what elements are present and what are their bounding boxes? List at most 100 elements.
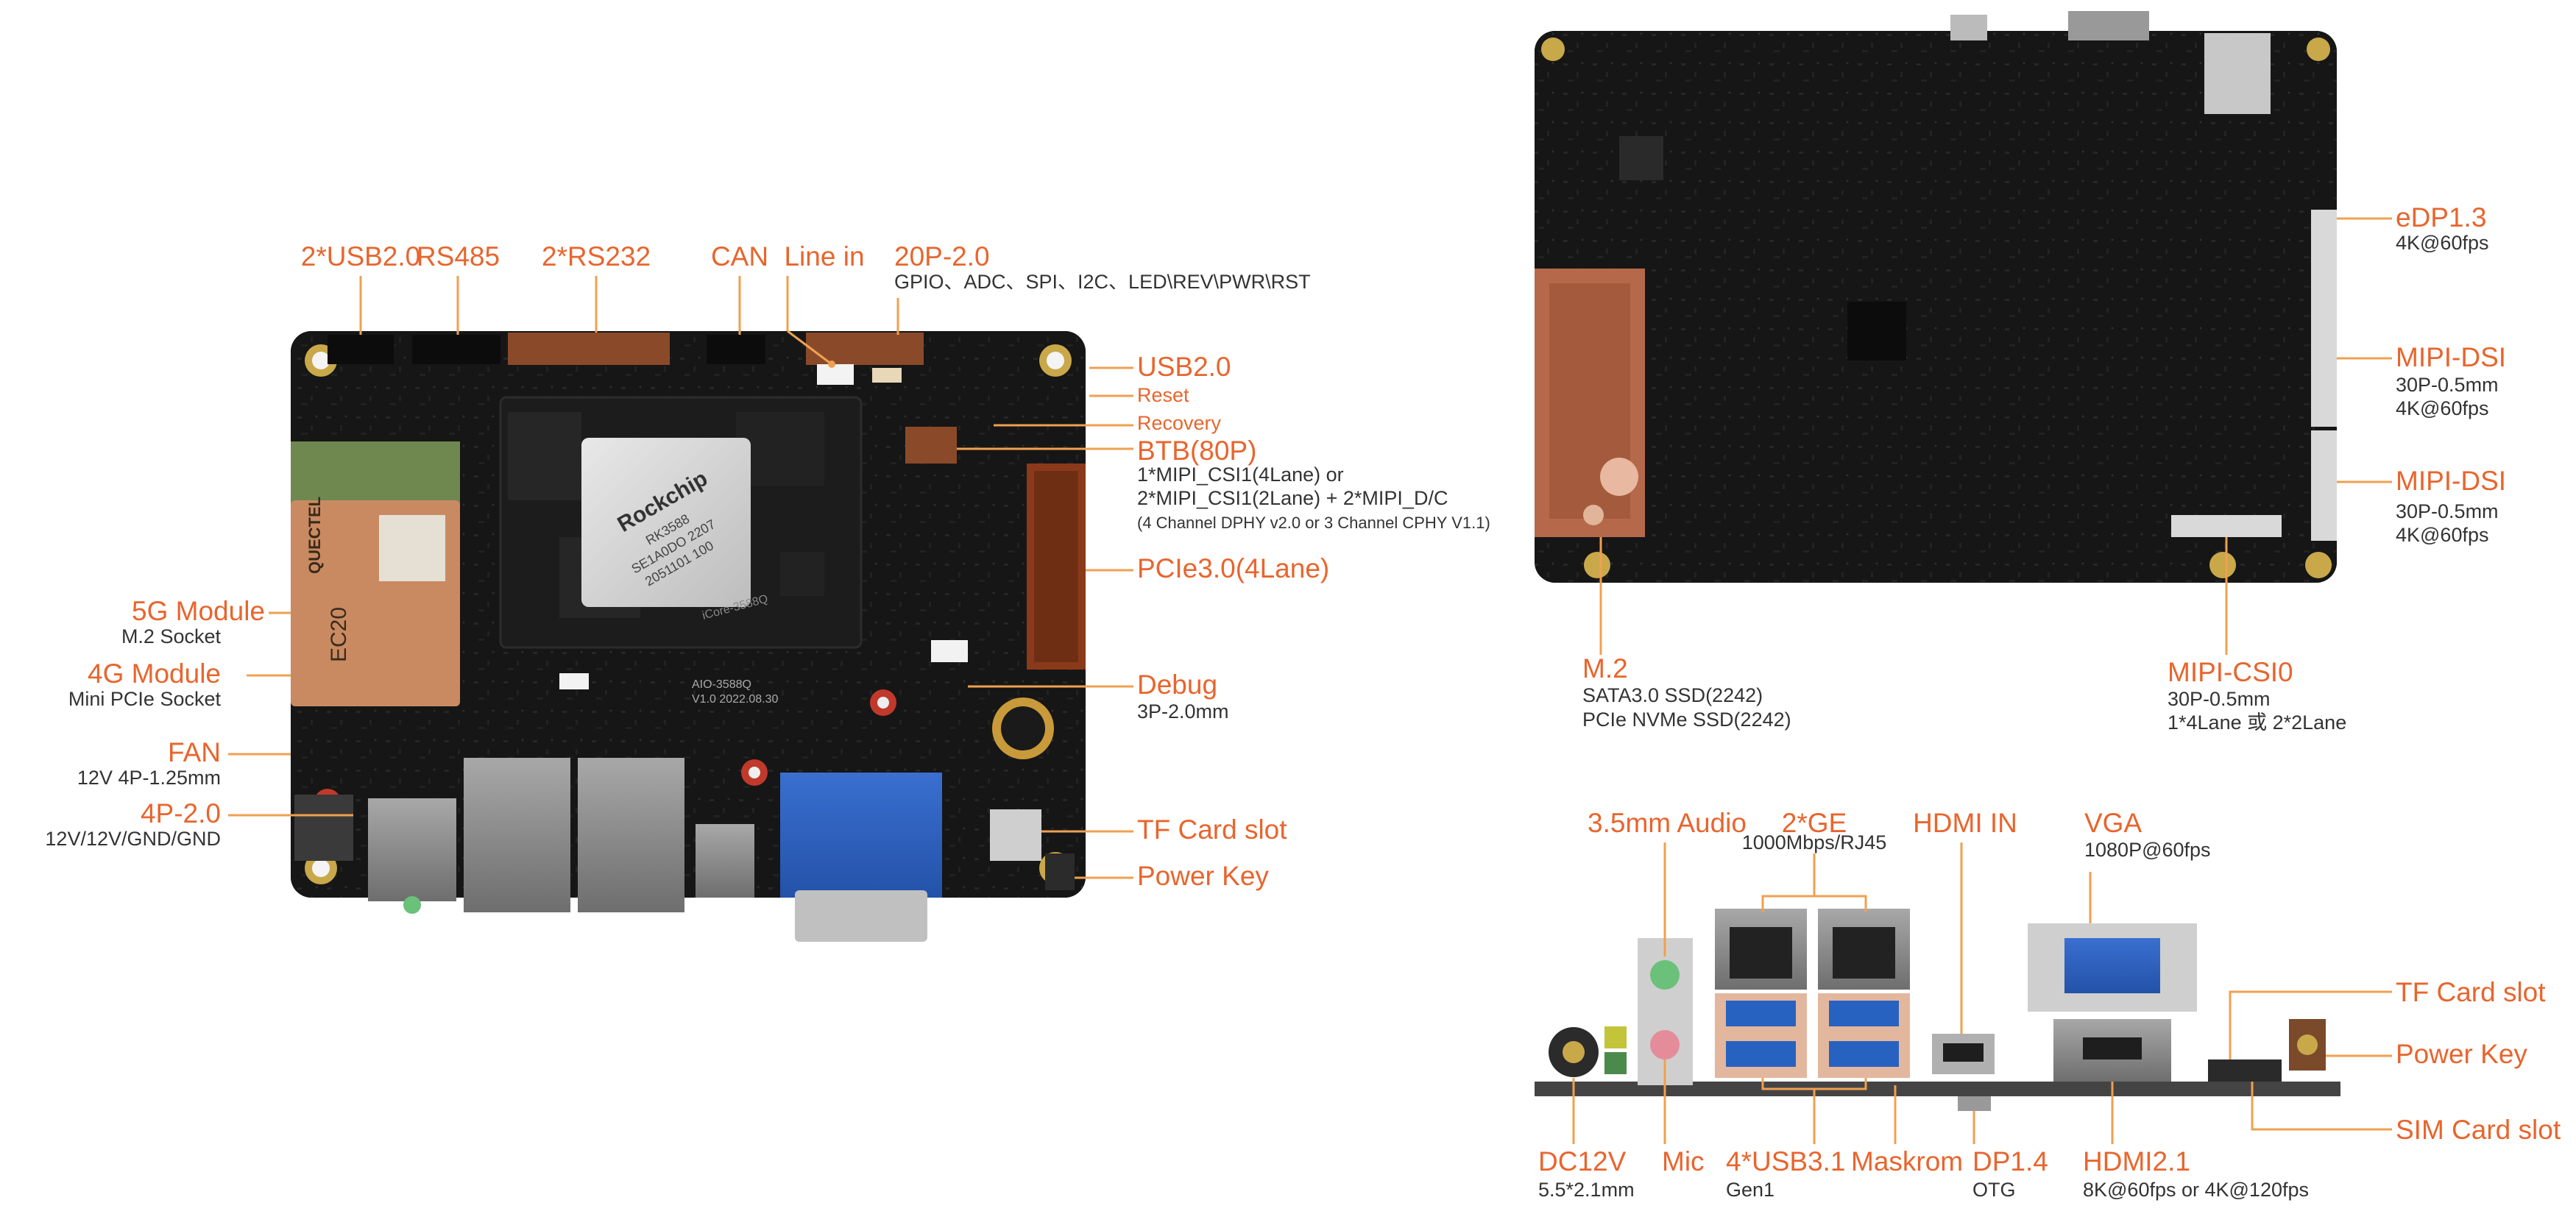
bottom-board: [1535, 11, 2337, 583]
top-board: Rockchip RK3588 SE1A0DO 2207 2051101 100…: [291, 331, 1086, 942]
label-mipi-dsi-1-sub2: 4K@60fps: [2396, 397, 2489, 419]
label-line-in: Line in: [784, 241, 865, 271]
label-m2-sub2: PCIe NVMe SSD(2242): [1582, 709, 1791, 731]
label-35mm-audio: 3.5mm Audio: [1588, 808, 1747, 838]
label-4p-sub: 12V/12V/GND/GND: [45, 828, 221, 850]
edp-connector: [2311, 210, 2337, 327]
mipi-dsi-1: [2311, 316, 2337, 427]
side-pcb-edge: [1535, 1082, 2340, 1096]
label-debug-sub: 3P-2.0mm: [1137, 700, 1229, 723]
leader-dots: [828, 361, 835, 368]
label-btb-line-2: 2*MIPI_CSI1(2Lane) + 2*MIPI_D/C: [1137, 487, 1448, 509]
label-mipi-dsi-2-sub2: 4K@60fps: [2396, 524, 2489, 546]
label-mipi-csi0: MIPI-CSI0: [2168, 657, 2293, 687]
label-dc12v-sub: 5.5*2.1mm: [1538, 1179, 1635, 1201]
label-edp-sub: 4K@60fps: [2396, 232, 2489, 254]
label-20p: 20P-2.0: [894, 241, 990, 271]
can-header: [707, 335, 765, 364]
label-4usb31-sub: Gen1: [1726, 1179, 1775, 1201]
label-4g-module: 4G Module: [88, 659, 221, 689]
side-board: [1535, 909, 2340, 1111]
btb-connector: [905, 427, 957, 464]
label-4usb31: 4*USB3.1: [1726, 1146, 1846, 1176]
mipi-csi0: [2171, 515, 2282, 537]
label-tf-card-top: TF Card slot: [1137, 814, 1287, 845]
20p-header: [806, 333, 924, 365]
label-recovery: Recovery: [1137, 412, 1222, 434]
side-dp: [1958, 1096, 1991, 1111]
label-mipi-dsi-1: MIPI-DSI: [2396, 342, 2507, 372]
rj45-port-1: [464, 758, 570, 912]
usbc-port: [1950, 15, 1987, 40]
module-brand: QUECTEL: [305, 497, 324, 574]
vga-connector: [780, 773, 942, 898]
board-version-text: V1.0 2022.08.30: [692, 693, 779, 706]
label-mipi-dsi-2-sub1: 30P-0.5mm: [2396, 500, 2499, 522]
label-fan: FAN: [168, 737, 221, 767]
debug-connector: [931, 640, 968, 662]
label-5g-module: 5G Module: [132, 596, 265, 626]
label-can: CAN: [710, 241, 769, 271]
fan-connector: [559, 673, 589, 689]
label-5g-module-sub: M.2 Socket: [121, 625, 221, 647]
label-usb20-right: USB2.0: [1137, 352, 1231, 382]
label-pcie: PCIe3.0(4Lane): [1137, 553, 1330, 583]
label-4g-module-sub: Mini PCIe Socket: [68, 688, 221, 710]
label-2rs232: 2*RS232: [541, 241, 651, 271]
label-4p: 4P-2.0: [140, 798, 221, 828]
label-20p-sub: GPIO、ADC、SPI、I2C、LED\REV\PWR\RST: [894, 271, 1311, 293]
side-tf-slot: [2208, 1059, 2282, 1082]
rs485-header: [412, 335, 500, 364]
label-2ge-sub: 1000Mbps/RJ45: [1741, 831, 1887, 853]
tf-slot: [990, 809, 1041, 861]
hdmi-port: [696, 824, 754, 898]
label-hdmi-in: HDMI IN: [1913, 808, 2017, 838]
module-qr: [379, 515, 445, 581]
label-tf-card-side: TF Card slot: [2396, 977, 2546, 1007]
label-btb-line-1: 1*MIPI_CSI1(4Lane) or: [1137, 464, 1344, 486]
audio-jack-block: [368, 798, 456, 901]
vga-edge: [2068, 11, 2149, 40]
label-m2: M.2: [1582, 653, 1628, 684]
label-hdmi21: HDMI2.1: [2083, 1146, 2190, 1176]
board-model-text: AIO-3588Q: [692, 678, 751, 691]
label-edp: eDP1.3: [2396, 202, 2487, 232]
power-key: [1045, 853, 1075, 890]
label-power-key-top: Power Key: [1137, 861, 1269, 891]
sim-slot: [2204, 33, 2271, 114]
vga-shell: [795, 890, 927, 942]
mipi-dsi-2: [2311, 430, 2337, 541]
label-dc12v: DC12V: [1538, 1146, 1627, 1176]
label-mipi-csi0-sub1: 30P-0.5mm: [2168, 688, 2271, 710]
label-fan-sub: 12V 4P-1.25mm: [77, 767, 221, 789]
label-vga-sub: 1080P@60fps: [2084, 839, 2211, 861]
label-rs485: RS485: [416, 241, 500, 271]
label-mipi-dsi-1-sub1: 30P-0.5mm: [2396, 374, 2499, 396]
label-mipi-dsi-2: MIPI-DSI: [2396, 466, 2507, 496]
label-sim-card: SIM Card slot: [2396, 1115, 2561, 1145]
label-maskrom: Maskrom: [1851, 1146, 1964, 1176]
label-dp14-sub: OTG: [1972, 1179, 2016, 1201]
label-2ge: 2*GE: [1781, 808, 1847, 838]
label-2usb20: 2*USB2.0: [300, 241, 421, 271]
label-m2-sub1: SATA3.0 SSD(2242): [1582, 684, 1763, 706]
rs232-header: [508, 333, 670, 365]
label-btb-line-3: (4 Channel DPHY v2.0 or 3 Channel CPHY V…: [1137, 514, 1490, 532]
label-btb: BTB(80P): [1137, 436, 1257, 466]
leader-lines: [228, 217, 2392, 1144]
module-model: EC20: [327, 607, 351, 662]
line-in-connector: [817, 364, 854, 385]
usb-header: [328, 335, 394, 364]
rk3588-chip: [581, 438, 751, 607]
label-vga: VGA: [2084, 808, 2142, 838]
label-mipi-csi0-sub2: 1*4Lane 或 2*2Lane: [2168, 711, 2347, 734]
label-mic: Mic: [1662, 1146, 1705, 1176]
rj45-port-2: [578, 758, 684, 912]
label-reset: Reset: [1137, 384, 1189, 406]
label-dp14: DP1.4: [1972, 1146, 2048, 1176]
dc-jack: [294, 795, 353, 861]
label-power-key-side: Power Key: [2396, 1039, 2527, 1069]
label-hdmi21-sub: 8K@60fps or 4K@120fps: [2083, 1179, 2309, 1201]
label-debug: Debug: [1137, 670, 1218, 700]
